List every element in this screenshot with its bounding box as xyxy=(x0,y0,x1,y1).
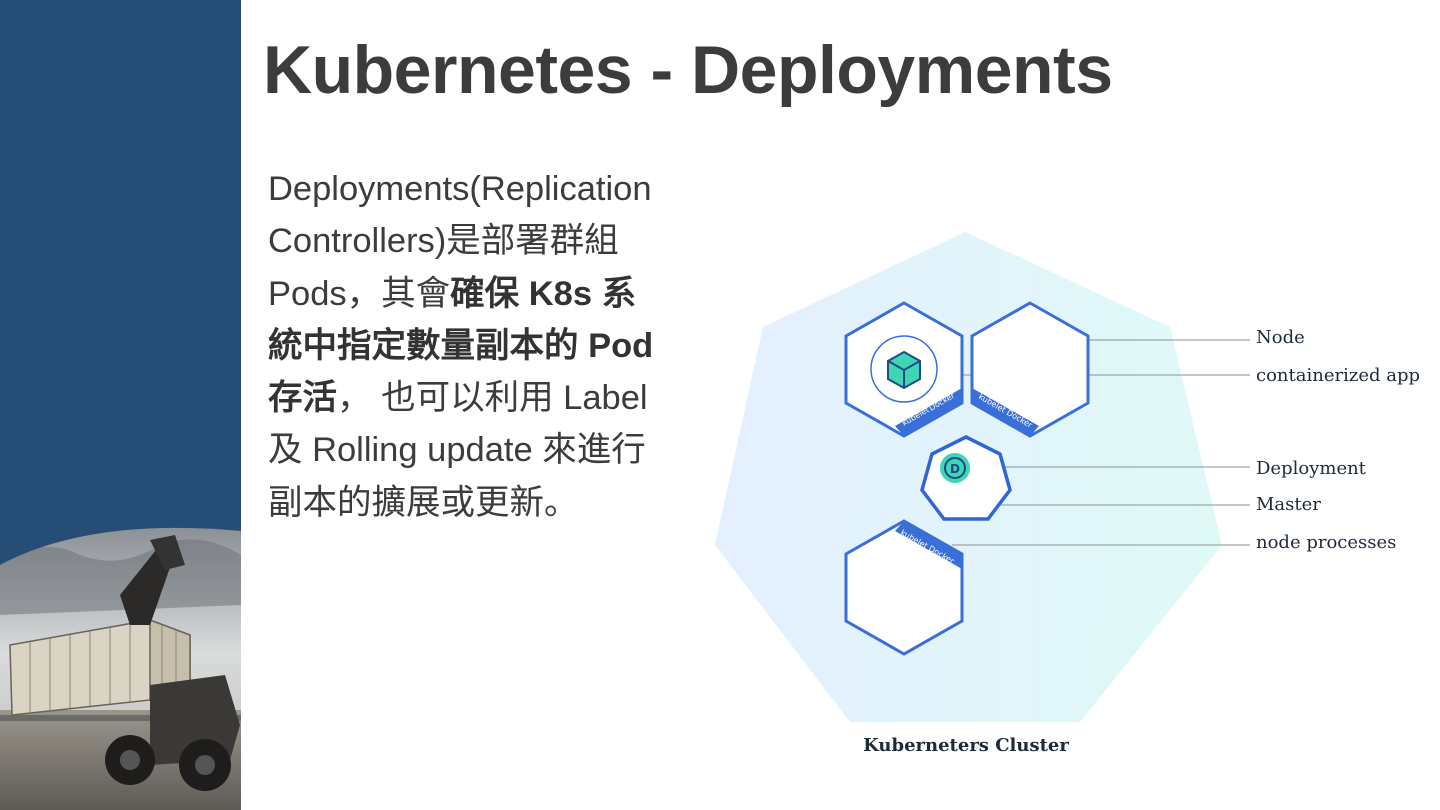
node-2: kubelet Docker xyxy=(970,301,1090,438)
deployment-icon-letter: D xyxy=(950,462,960,476)
body-line-3-plain: Pods，其會 xyxy=(268,274,451,313)
body-line-4-bold: 統中指定數量副本的 Pod xyxy=(268,326,654,365)
label-node-processes: node processes xyxy=(1256,532,1396,553)
label-containerized-app: containerized app xyxy=(1256,365,1420,386)
kubernetes-cluster-diagram: kubelet Docker kubelet Docker D kubelet … xyxy=(715,232,1420,756)
container-photo xyxy=(0,527,241,810)
master-node: D xyxy=(920,435,1012,521)
body-line-3-bold: 確保 K8s 系 xyxy=(450,274,637,313)
node-1: kubelet Docker xyxy=(844,301,964,438)
node-3: kubelet Docker xyxy=(844,519,964,656)
body-line-1: Deployments(Replication xyxy=(268,170,652,208)
body-line-2: Controllers)是部署群組 xyxy=(268,222,619,261)
body-line-5-bold: 存活 xyxy=(268,379,337,418)
body-line-3: Pods，其會確保 K8s 系 xyxy=(268,268,686,320)
body-line-6: 及 Rolling update 來進行 xyxy=(268,431,646,470)
cluster-caption: Kuberneters Cluster xyxy=(863,735,1069,756)
label-node: Node xyxy=(1256,327,1305,348)
body-paragraph: Deployments(Replication Controllers)是部署群… xyxy=(268,163,686,529)
page-title: Kubernetes - Deployments xyxy=(263,32,1113,108)
label-master: Master xyxy=(1256,494,1321,515)
body-line-5: 存活， 也可以利用 Label xyxy=(268,372,686,424)
pod-ring xyxy=(870,335,938,403)
body-line-4: 統中指定數量副本的 Pod xyxy=(268,320,686,372)
body-line-7: 副本的擴展或更新。 xyxy=(268,483,579,522)
body-line-5-plain: ， 也可以利用 Label xyxy=(337,379,648,418)
label-deployment: Deployment xyxy=(1256,458,1367,479)
containerized-app-icon xyxy=(887,350,921,390)
